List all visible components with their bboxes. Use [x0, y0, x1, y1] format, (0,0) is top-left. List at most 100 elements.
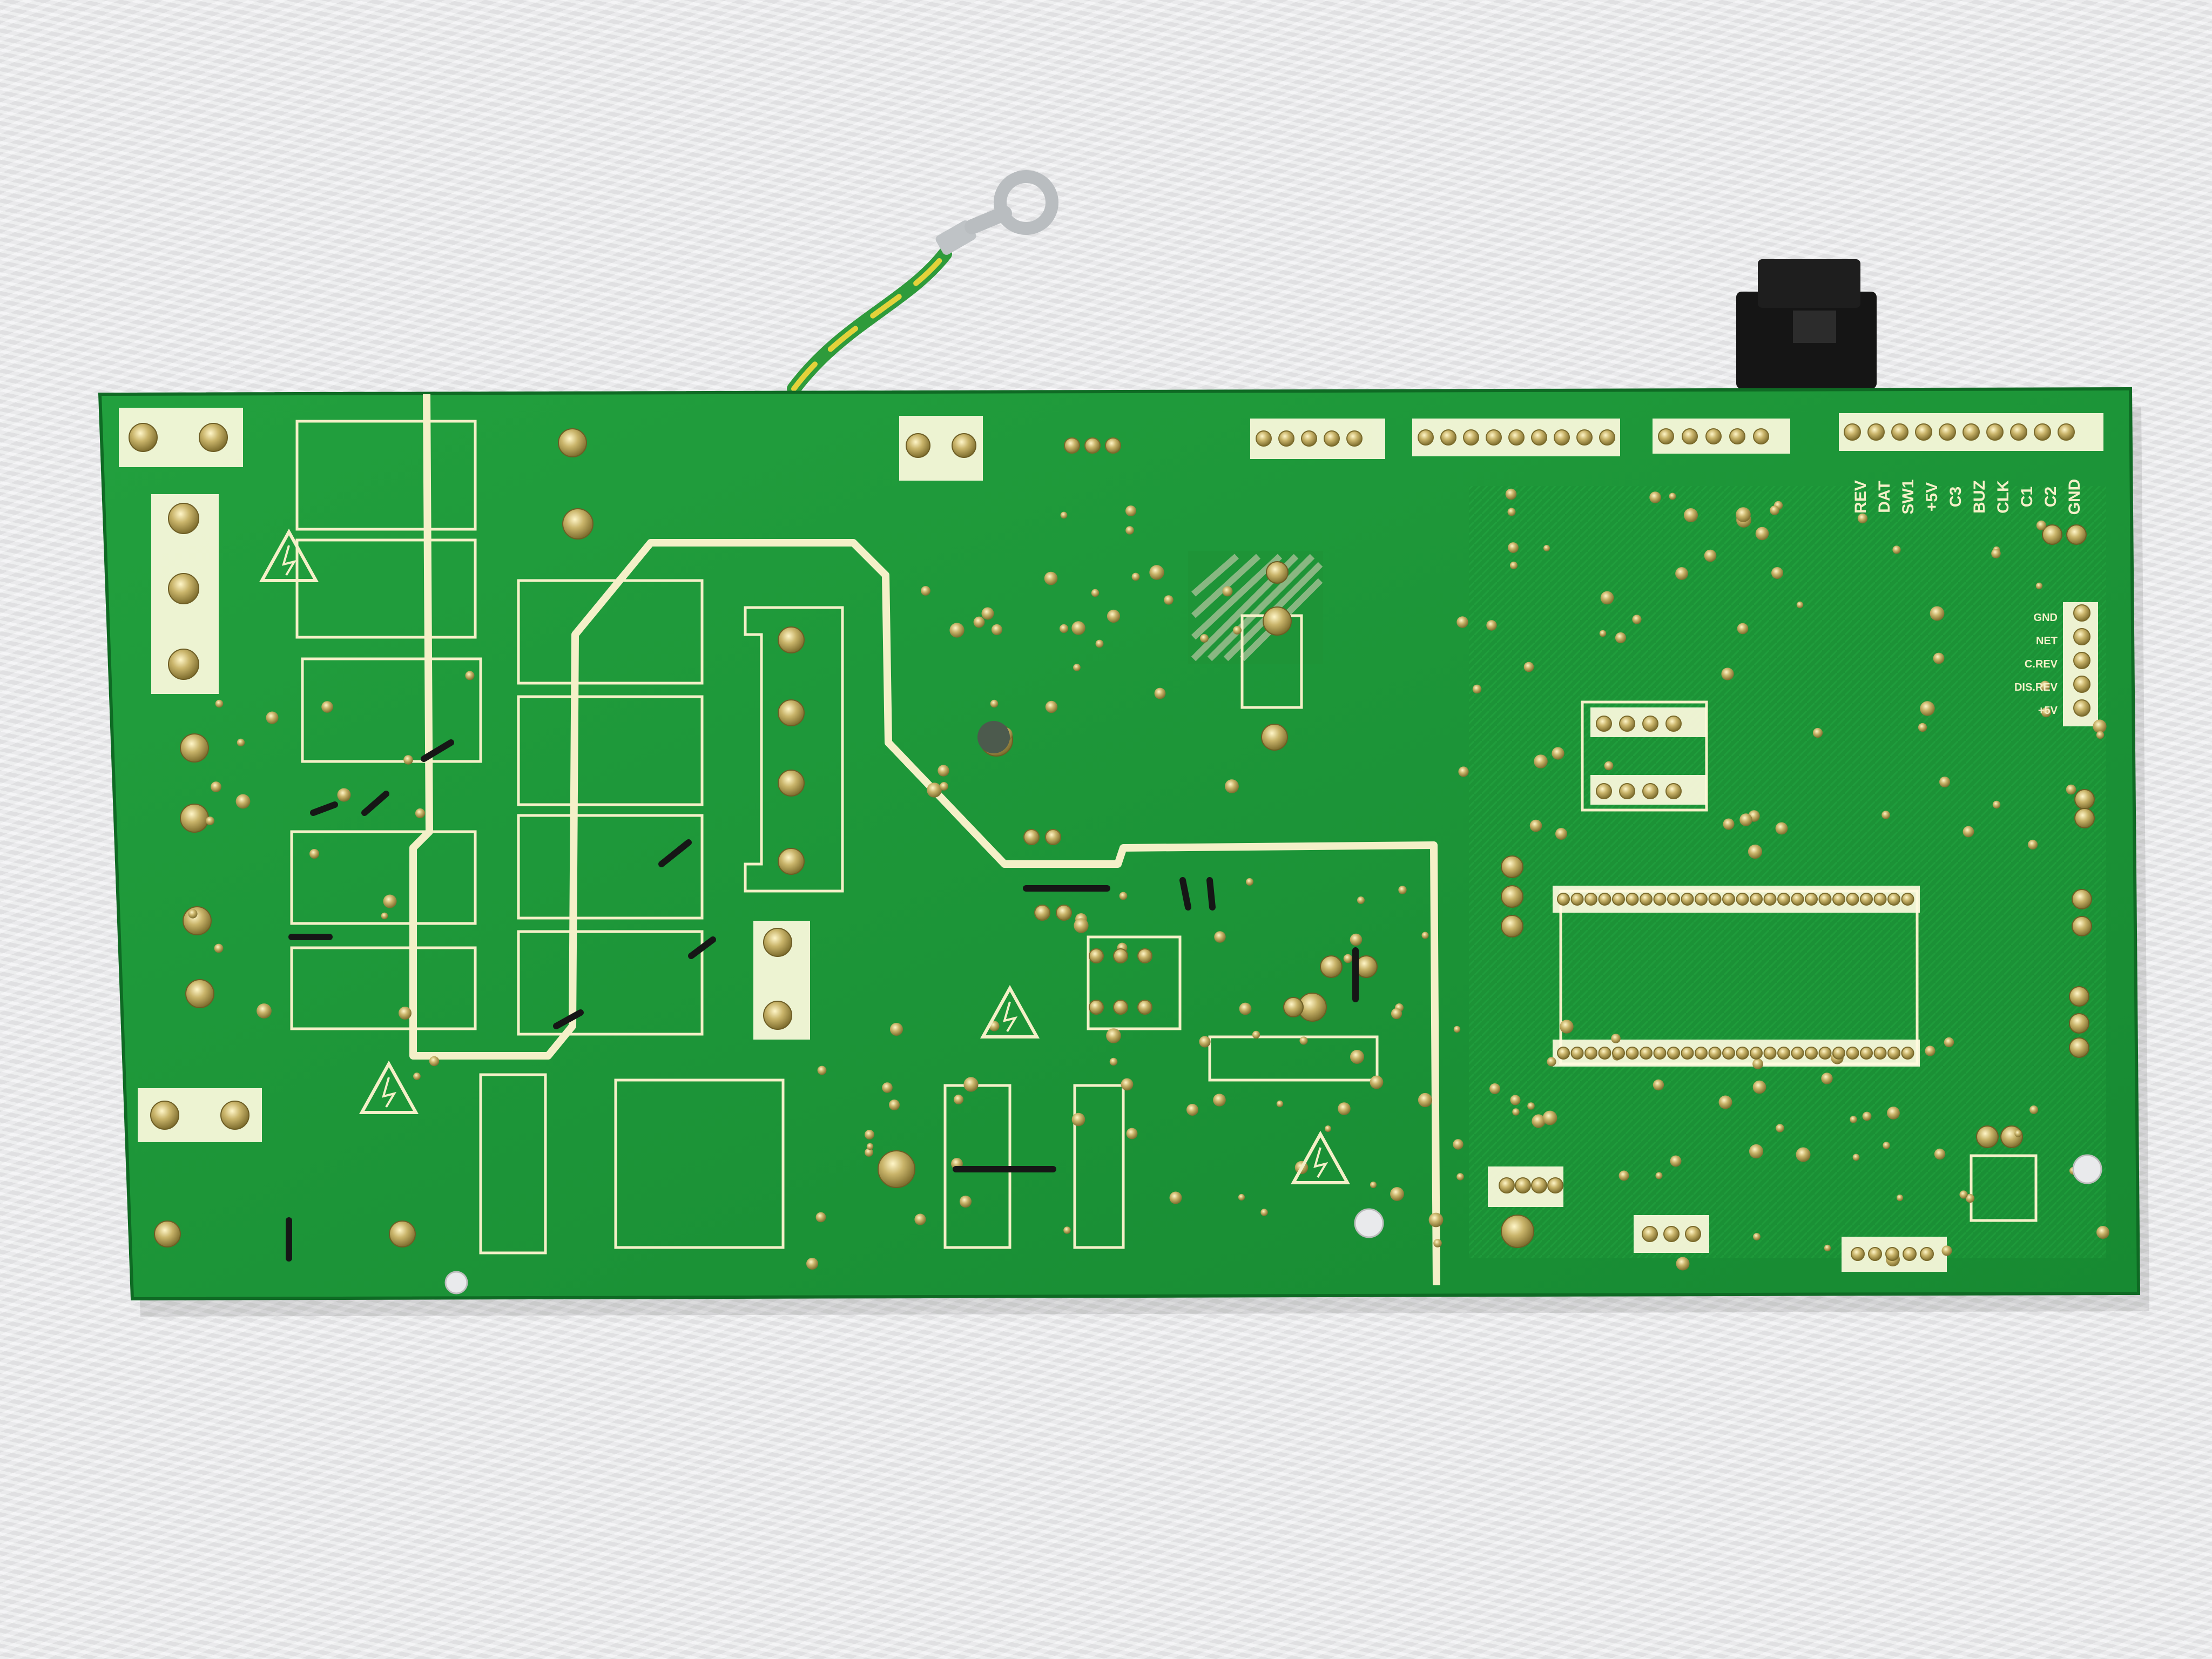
header-pin [1256, 430, 1272, 447]
solder-pad [257, 1003, 272, 1019]
header-pin [1576, 429, 1593, 446]
solder-pad [1939, 777, 1950, 787]
header-pin [1887, 893, 1900, 906]
solder-pad [2029, 1105, 2038, 1114]
header-pin [1612, 1047, 1625, 1060]
solder-pad [1458, 766, 1469, 777]
header-pin [1105, 437, 1121, 454]
header-pin [1832, 893, 1845, 906]
header-pin [1557, 893, 1570, 906]
solder-pad [413, 1073, 421, 1080]
header-pin [1939, 423, 1956, 441]
header-pin [1045, 829, 1061, 845]
header-pin [1963, 423, 1980, 441]
solder-pad [415, 808, 426, 819]
solder-pad [2066, 784, 2076, 795]
solder-pad [1737, 623, 1749, 635]
solder-pad [1091, 589, 1100, 597]
pin-label-clk: CLK [1994, 480, 2012, 514]
header-pin [1089, 1000, 1104, 1015]
solder-pad [1489, 1083, 1500, 1094]
header-pin [1860, 1047, 1873, 1060]
solder-pad [1852, 1154, 1860, 1161]
header-pin [1873, 893, 1887, 906]
solder-pad [1126, 1128, 1138, 1139]
ring-terminal [994, 170, 1058, 235]
solder-pad [1370, 1181, 1377, 1189]
solder-pad [1941, 1245, 1952, 1256]
header-pin [1056, 905, 1072, 921]
header-pin [1736, 1047, 1749, 1060]
solder-pad [1529, 819, 1542, 832]
solder-pad [1213, 1094, 1226, 1107]
header-pin [1113, 1000, 1128, 1015]
solder-pad [1186, 1104, 1198, 1116]
solder-pad [1121, 1078, 1134, 1091]
solder-pad [1944, 1037, 1954, 1048]
header-pin [2073, 652, 2090, 669]
header-pin [1508, 429, 1525, 446]
solder-pad [1125, 505, 1136, 516]
solder-pad [1600, 591, 1614, 605]
header-pin [1681, 893, 1694, 906]
header-pins [1023, 423, 2090, 1261]
header-pin [1089, 948, 1104, 963]
solder-pad [1604, 761, 1614, 771]
header-pin [1667, 1047, 1680, 1060]
solder-pad [1527, 1102, 1535, 1110]
solder-pad [1154, 687, 1166, 699]
solder-pad [399, 1007, 412, 1020]
solder-pad [1418, 1092, 1433, 1108]
solder-pad [1338, 1102, 1351, 1115]
solder-pad [1721, 667, 1734, 680]
header-pin [1903, 1247, 1917, 1261]
solder-pad [1508, 542, 1519, 553]
solder-pad [1164, 595, 1174, 605]
header-pin [1681, 1047, 1694, 1060]
header-pin [1885, 1247, 1899, 1261]
header-pin [1860, 893, 1873, 906]
solder-pad [1370, 1075, 1384, 1089]
header-pin [1463, 429, 1479, 446]
solder-pad [1542, 1110, 1557, 1125]
header-pin [1729, 428, 1745, 444]
solder-pad [963, 1077, 979, 1092]
jumper-marks [286, 739, 1359, 1262]
header-pin [2058, 423, 2075, 441]
solder-pad [235, 794, 251, 809]
pin-label-rev: REV [1852, 480, 1870, 514]
solder-pad [1684, 508, 1698, 522]
header-pin [1818, 893, 1832, 906]
solder-pad [1618, 1170, 1629, 1181]
header-pin [1619, 716, 1635, 732]
solder-pad [1925, 1046, 1936, 1056]
header-pin [1887, 1047, 1900, 1060]
solder-pad [2035, 582, 2043, 590]
header-pin [1805, 893, 1818, 906]
solder-pad [890, 1023, 903, 1036]
header-pin [1570, 893, 1584, 906]
solder-pad [1246, 878, 1253, 886]
header-pin [1846, 1047, 1859, 1060]
solder-pad [1214, 931, 1226, 943]
solder-pad [1862, 1111, 1872, 1121]
solder-pad [2096, 1226, 2109, 1239]
solder-pad [2096, 731, 2105, 739]
header-pin [1777, 1047, 1790, 1060]
solder-pad [1428, 1212, 1444, 1228]
black-connector [1736, 259, 1877, 389]
test-point [977, 721, 1010, 753]
header-pin [1499, 1177, 1515, 1193]
solder-pad [1933, 652, 1945, 664]
solder-pad [1119, 892, 1128, 900]
solder-pad [1615, 632, 1627, 644]
small-pads [188, 488, 2109, 1271]
solder-pad [1071, 621, 1085, 635]
header-pin [1791, 1047, 1804, 1060]
solder-pad [1391, 1008, 1402, 1020]
solder-pad [1653, 1079, 1664, 1091]
header-pin [1598, 893, 1611, 906]
solder-pad [953, 1094, 964, 1105]
